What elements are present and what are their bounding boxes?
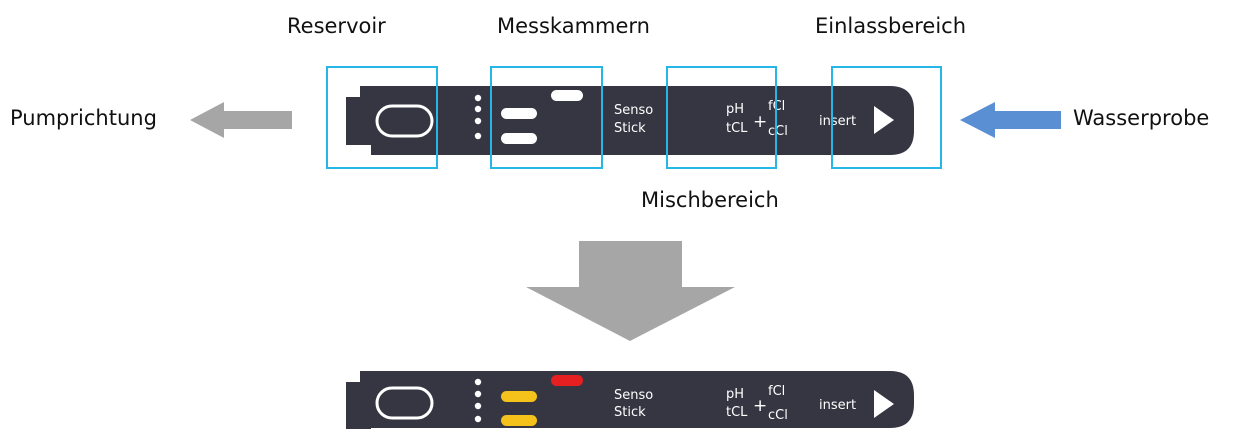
reservoir-outline: [375, 386, 434, 420]
box-reservoir: [326, 66, 438, 169]
dot: [474, 117, 482, 125]
label-einlassbereich: Einlassbereich: [815, 14, 967, 38]
label-mischbereich: Mischbereich: [641, 188, 779, 212]
param-plus: +: [753, 396, 767, 416]
chamber-3-red: [551, 375, 583, 386]
param-tcl: tCL: [726, 121, 748, 136]
label-reservoir: Reservoir: [287, 14, 386, 38]
pump-direction-arrow: [190, 102, 292, 138]
water-sample-arrow: [960, 102, 1061, 138]
play-triangle-icon: [874, 390, 894, 418]
brand-senso: Senso: [614, 388, 653, 403]
highlight-boxes: [326, 66, 942, 169]
dot: [474, 132, 482, 140]
dot: [474, 378, 482, 386]
param-ccl: cCl: [768, 408, 788, 423]
dot: [474, 402, 482, 410]
label-wasserprobe: Wasserprobe: [1073, 106, 1210, 130]
label-messkammern: Messkammern: [497, 14, 650, 38]
box-messkammern: [490, 66, 603, 169]
box-mischbereich: [666, 66, 777, 169]
param-ph: pH: [726, 102, 744, 117]
dot: [474, 94, 482, 102]
play-triangle-icon: [874, 106, 894, 134]
dot: [474, 390, 482, 398]
param-fcl: fCl: [768, 384, 785, 399]
chamber-1: [501, 108, 537, 119]
param-tcl: tCL: [726, 405, 748, 420]
dot: [474, 105, 482, 113]
param-ccl: cCl: [768, 124, 788, 139]
insert-label: insert: [819, 114, 856, 129]
dot: [474, 415, 482, 423]
label-pumprichtung: Pumprichtung: [10, 106, 157, 130]
stick-body: [346, 371, 914, 429]
down-arrow: [526, 241, 735, 341]
stick-body: [346, 86, 914, 155]
box-einlassbereich: [831, 66, 942, 169]
chamber-2: [501, 133, 537, 144]
senso-stick-bottom: Senso Stick pH tCL + fCl cCl insert: [346, 371, 914, 429]
chamber-1-yellow: [501, 391, 537, 402]
reservoir-outline: [375, 104, 434, 138]
insert-label: insert: [819, 398, 856, 413]
brand-stick: Stick: [614, 121, 646, 136]
senso-stick-top: Senso Stick pH tCL + fCl cCl insert: [346, 86, 914, 155]
brand-senso: Senso: [614, 103, 653, 118]
param-plus: +: [753, 112, 767, 132]
chamber-2-yellow: [501, 415, 537, 426]
chamber-3: [551, 90, 583, 101]
param-ph: pH: [726, 387, 744, 402]
brand-stick: Stick: [614, 405, 646, 420]
